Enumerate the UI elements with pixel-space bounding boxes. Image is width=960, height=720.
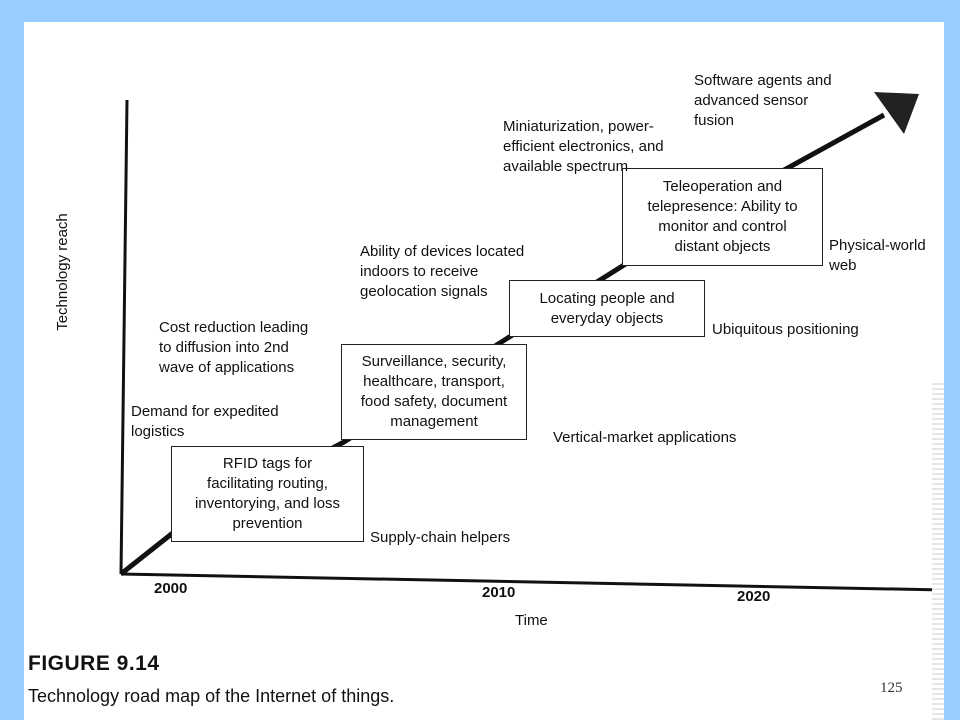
- page-number: 125: [880, 680, 903, 696]
- box-rfid-tags: RFID tags for facilitating routing, inve…: [171, 446, 364, 542]
- driver-expedited-logistics: Demand for expedited logistics: [131, 403, 279, 440]
- x-tick-2020: 2020: [737, 588, 771, 605]
- driver-cost-reduction: Cost reduction leading to diffusion into…: [159, 319, 309, 376]
- trend-arrowhead: [874, 92, 919, 134]
- y-axis-label: Technology reach: [54, 213, 71, 331]
- box-surveillance: Surveillance, security, healthcare, tran…: [341, 344, 527, 440]
- stage-vertical-market: Vertical-market applications: [553, 429, 737, 446]
- stage-supply-chain: Supply-chain helpers: [370, 529, 511, 546]
- x-tick-2000: 2000: [154, 580, 188, 597]
- figure-title: FIGURE 9.14: [28, 652, 160, 675]
- box-teleoperation: Teleoperation and telepresence: Ability …: [622, 168, 823, 266]
- box-locating-people: Locating people and everyday objects: [509, 280, 705, 337]
- driver-software-agents: Software agents and advanced sensor fusi…: [694, 72, 832, 129]
- y-axis: [119, 99, 129, 575]
- stage-ubiquitous-positioning: Ubiquitous positioning: [712, 321, 859, 338]
- driver-miniaturization: Miniaturization, power- efficient electr…: [503, 118, 664, 175]
- stage-physical-world-web: Physical-world web: [829, 237, 926, 274]
- x-axis: [120, 572, 944, 592]
- slide-page: Technology reach 2000 2010 2020 Time RFI…: [24, 22, 944, 720]
- x-axis-label: Time: [515, 612, 548, 629]
- scan-speckle-edge: [932, 382, 944, 720]
- figure-caption: Technology road map of the Internet of t…: [28, 686, 395, 706]
- x-tick-2010: 2010: [482, 584, 516, 601]
- driver-indoor-geolocation: Ability of devices located indoors to re…: [360, 243, 525, 300]
